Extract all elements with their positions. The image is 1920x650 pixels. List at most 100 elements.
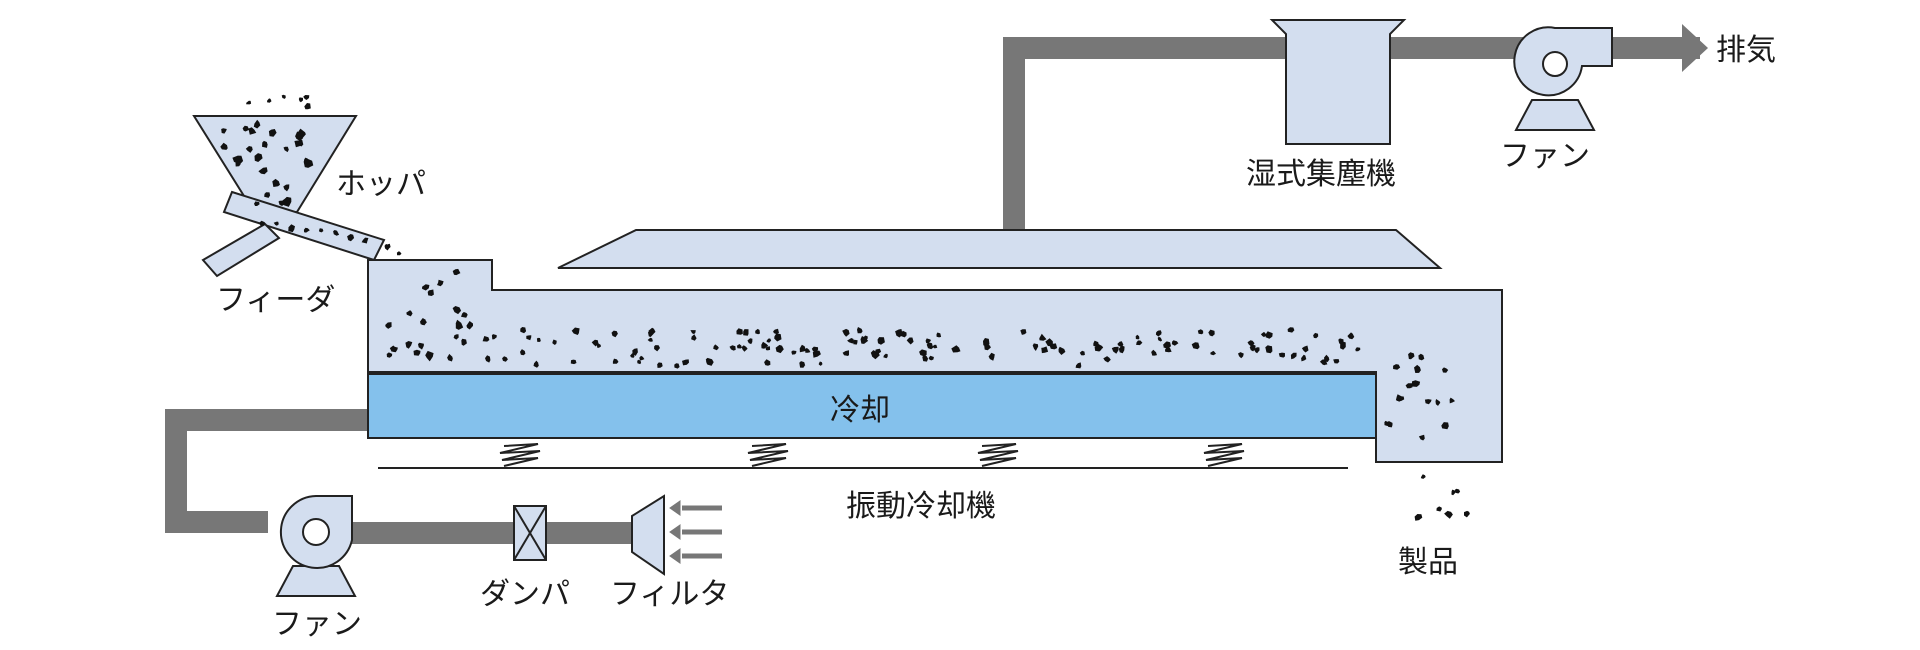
- particle: [253, 119, 261, 129]
- particle: [639, 355, 645, 361]
- intake-arrows-icon: [669, 500, 722, 564]
- particle: [452, 306, 462, 315]
- particle: [1208, 329, 1215, 337]
- particle: [1253, 347, 1260, 354]
- spring-icon: [499, 443, 541, 467]
- particle: [1058, 346, 1066, 355]
- particle: [461, 338, 467, 346]
- particle: [1041, 346, 1049, 354]
- particle: [422, 284, 430, 291]
- particle: [1441, 422, 1449, 430]
- particle: [895, 329, 903, 338]
- particle: [254, 153, 263, 162]
- particle: [1451, 489, 1456, 496]
- particle: [297, 128, 306, 139]
- cooler-base: [378, 443, 1348, 469]
- particle: [611, 330, 618, 338]
- particle: [447, 353, 453, 362]
- particle: [283, 184, 290, 192]
- particle: [729, 345, 736, 351]
- particle: [1162, 343, 1170, 349]
- spring-icon: [977, 443, 1019, 467]
- particle: [526, 335, 532, 341]
- spring-icon: [1203, 443, 1245, 467]
- particle: [1265, 345, 1273, 354]
- particle: [1039, 333, 1047, 341]
- particle: [232, 155, 244, 165]
- particle: [632, 348, 638, 356]
- particle: [420, 318, 426, 326]
- particle: [1278, 352, 1285, 358]
- particle: [1075, 362, 1082, 369]
- particle: [264, 192, 271, 198]
- particle: [1301, 345, 1309, 353]
- particle: [333, 230, 340, 236]
- particle: [612, 358, 619, 364]
- particle: [245, 146, 253, 153]
- particle: [1151, 349, 1157, 356]
- particle: [361, 237, 369, 244]
- particle: [461, 312, 468, 318]
- particle: [765, 346, 771, 351]
- particle: [303, 227, 310, 233]
- particle: [775, 344, 784, 354]
- particle: [1290, 352, 1297, 360]
- particle: [482, 336, 490, 342]
- particle: [773, 328, 779, 334]
- particle: [455, 319, 464, 330]
- particle: [1020, 329, 1027, 335]
- particle: [406, 310, 413, 317]
- particle: [743, 329, 749, 336]
- particle: [932, 344, 938, 349]
- particle: [774, 333, 782, 342]
- particle: [705, 357, 714, 366]
- particle: [278, 200, 284, 207]
- particle: [988, 352, 995, 361]
- particle: [294, 140, 303, 148]
- particle: [791, 350, 797, 355]
- particle: [385, 322, 392, 329]
- particle: [303, 95, 310, 100]
- particle: [1094, 346, 1102, 352]
- particle: [1405, 383, 1413, 389]
- particle: [690, 330, 696, 335]
- particle: [259, 220, 265, 226]
- particle: [1197, 329, 1204, 335]
- particle: [1420, 474, 1426, 479]
- particle: [1324, 354, 1330, 362]
- spring-icon: [747, 443, 789, 467]
- particle: [883, 353, 888, 359]
- label-feeder: フィーダ: [216, 283, 335, 318]
- particle: [1418, 353, 1425, 361]
- label-wet-collector: 湿式集塵機: [1246, 157, 1396, 192]
- particle: [1436, 506, 1442, 512]
- particle: [1313, 332, 1319, 339]
- particle: [418, 342, 424, 350]
- particle: [1249, 344, 1256, 352]
- particle: [919, 349, 927, 357]
- particle: [1118, 345, 1125, 354]
- particle: [1333, 359, 1340, 364]
- particle: [437, 279, 444, 287]
- particle: [936, 332, 942, 338]
- particle: [242, 125, 250, 132]
- particle: [1449, 397, 1455, 404]
- particle: [1136, 340, 1143, 346]
- particle: [386, 352, 393, 358]
- particle: [842, 350, 849, 356]
- wet-dust-collector: [1269, 19, 1407, 145]
- particle: [267, 98, 272, 103]
- particle: [1301, 354, 1307, 362]
- supply-air-duct: [165, 409, 642, 544]
- particle: [1395, 394, 1404, 402]
- particle: [984, 343, 991, 351]
- particle: [1260, 332, 1267, 338]
- particle: [1435, 399, 1441, 406]
- particle: [1079, 350, 1085, 356]
- particle: [647, 337, 653, 342]
- particle: [1157, 336, 1163, 342]
- particle: [1442, 367, 1449, 373]
- particle: [220, 142, 228, 150]
- particle: [922, 354, 929, 362]
